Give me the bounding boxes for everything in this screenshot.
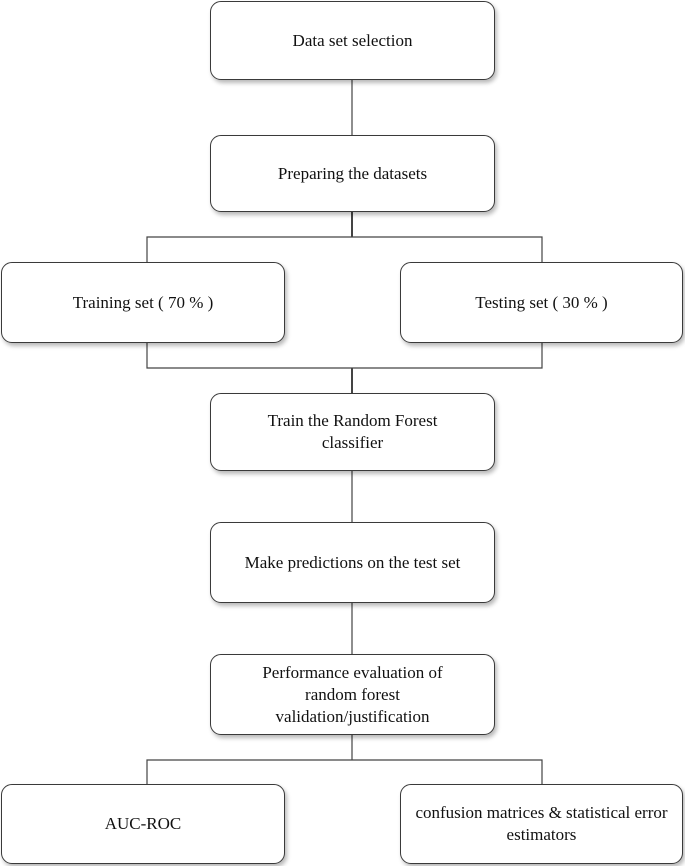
auc-roc-label: AUC-ROC	[104, 814, 182, 833]
edge-preparing-to-testing	[352, 236, 543, 262]
edge-preparing-to-training	[146, 236, 352, 262]
edge-training-to-train	[146, 343, 352, 369]
preparing-datasets-label: Preparing the datasets	[277, 163, 428, 183]
make-predictions-node: Make predictions on the test set	[210, 522, 495, 603]
performance-evaluation-node: Performance evaluation of random forest …	[210, 654, 495, 735]
confusion-matrices-label: confusion matrices & statistical error e…	[415, 803, 668, 844]
testing-set-label: Testing set ( 30 % )	[475, 292, 608, 312]
testing-set-node: Testing set ( 30 % )	[400, 262, 683, 343]
train-classifier-label: Train the Random Forest classifier	[267, 411, 438, 452]
auc-roc-node: AUC-ROC	[1, 784, 285, 864]
edge-testing-to-train	[352, 343, 543, 369]
confusion-matrices-node: confusion matrices & statistical error e…	[400, 784, 683, 864]
performance-evaluation-label: Performance evaluation of random forest …	[262, 662, 443, 726]
preparing-datasets-node: Preparing the datasets	[210, 135, 495, 212]
data-set-selection-label: Data set selection	[292, 30, 413, 50]
training-set-label: Training set ( 70 % )	[72, 292, 214, 312]
edge-evaluation-to-confusion	[352, 759, 543, 784]
data-set-selection-node: Data set selection	[210, 1, 495, 80]
make-predictions-label: Make predictions on the test set	[244, 552, 461, 572]
edge-evaluation-to-auc	[146, 759, 352, 784]
train-classifier-node: Train the Random Forest classifier	[210, 393, 495, 471]
training-set-node: Training set ( 70 % )	[1, 262, 285, 343]
